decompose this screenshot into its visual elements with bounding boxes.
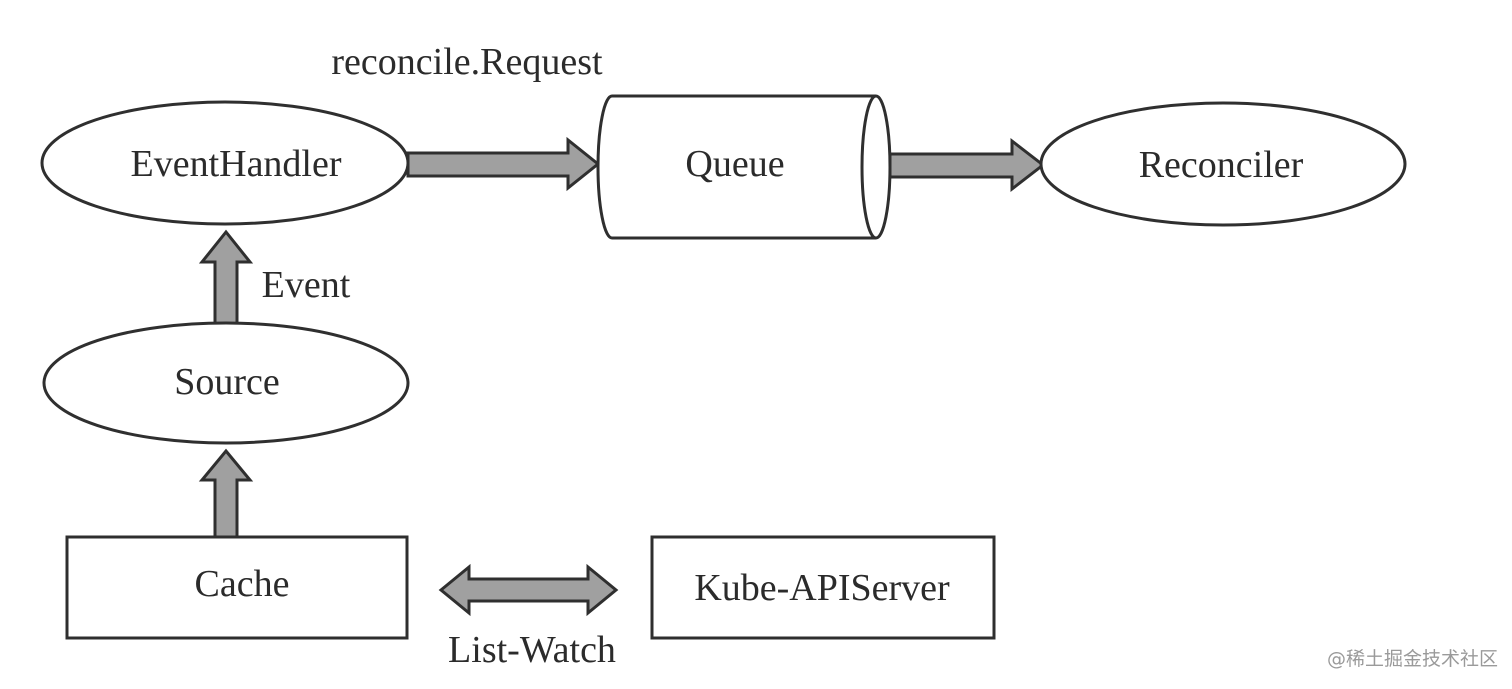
source-label: Source bbox=[174, 361, 280, 403]
kube-apiserver-label: Kube-APIServer bbox=[694, 567, 950, 609]
list-watch-label: List-Watch bbox=[448, 629, 616, 671]
arrow-eventhandler-to-queue bbox=[406, 136, 601, 192]
cache-label: Cache bbox=[195, 563, 290, 605]
reconciler-label: Reconciler bbox=[1139, 144, 1304, 186]
reconcile-request-label: reconcile.Request bbox=[331, 41, 603, 83]
arrow-cache-to-source bbox=[198, 448, 254, 539]
reconciler-node: Reconciler bbox=[1039, 101, 1407, 227]
watermark: @稀土掘金技术社区 bbox=[1326, 648, 1498, 670]
queue-node: Queue bbox=[596, 94, 892, 240]
queue-label: Queue bbox=[685, 143, 784, 185]
kube-apiserver-node: Kube-APIServer bbox=[650, 535, 996, 640]
arrow-list-watch bbox=[438, 563, 619, 617]
source-node: Source bbox=[42, 321, 410, 445]
cache-node: Cache bbox=[65, 535, 409, 640]
arrow-queue-to-reconciler bbox=[888, 137, 1046, 193]
event-handler-label: EventHandler bbox=[130, 143, 341, 185]
arrow-source-to-eventhandler bbox=[198, 229, 254, 326]
event-handler-node: EventHandler bbox=[40, 100, 410, 226]
event-label: Event bbox=[262, 264, 351, 306]
